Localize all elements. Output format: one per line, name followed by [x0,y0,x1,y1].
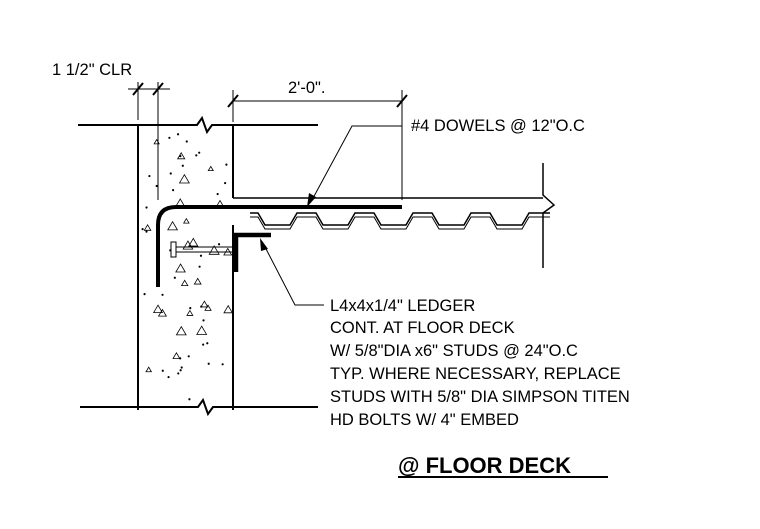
aggregate-triangle [204,304,212,311]
floor-deck [233,163,556,268]
aggregate-triangle [172,352,181,359]
aggregate-triangle [200,300,209,308]
dowel-leader-arrow [307,193,316,207]
ledger-note-line-1: L4x4x1/4" LEDGER [330,297,475,315]
aggregate-triangle [145,366,153,373]
dowel-leader-line [311,125,402,201]
aggregate-dot [161,369,164,372]
aggregate-dot [145,206,148,209]
clearance-dimension: 1 1/2" CLR [52,61,170,200]
aggregate-dot [187,355,190,358]
aggregate-dot [225,163,228,166]
aggregate-triangle [175,325,187,336]
top-break-line [78,115,318,135]
deck-break-line [542,163,556,268]
aggregate-dot [180,366,183,369]
ledger-note-line-4: TYP. WHERE NECESSARY, REPLACE [330,365,621,383]
wall-fill [138,125,233,410]
aggregate-dot [224,181,227,185]
bottom-break-line [80,397,318,417]
span-tick-left [227,94,239,108]
aggregate-dot [185,140,188,143]
metal-deck-profile [250,212,550,226]
detail-title-text: @ FLOOR DECK [398,453,571,478]
aggregate-dot [206,342,209,345]
ledger-note-line-3: W/ 5/8"DIA x6" STUDS @ 24"O.C [330,342,578,360]
aggregate-triangle [175,263,186,273]
anchor-stud [170,241,233,258]
aggregate-dot [179,369,182,372]
aggregate-dot [198,151,201,154]
span-dimension: 2'-0". [227,79,408,200]
aggregate-triangle [152,304,164,313]
concrete-speckle-pattern [141,133,234,401]
dowels-label: #4 DOWELS @ 12"O.C [411,117,585,135]
aggregate-triangle [223,304,234,314]
dowel-bar [156,205,402,287]
aggregate-triangle [182,240,194,250]
aggregate-dot [169,172,172,175]
aggregate-triangle [208,245,220,255]
aggregate-triangle [180,279,189,286]
deck-bottom-profile [250,216,550,230]
aggregate-dot [181,164,184,167]
aggregate-dot [221,363,224,366]
aggregate-dot [216,192,219,196]
ledger-note-line-2: CONT. AT FLOOR DECK [330,319,515,337]
aggregate-dot [202,319,205,322]
dowel-leader: #4 DOWELS @ 12"O.C [307,117,585,207]
concrete-wall [137,125,234,410]
ledger-angle [233,232,271,272]
aggregate-triangle [193,277,202,285]
aggregate-triangle [188,237,199,247]
ledger-note-line-6: HD BOLTS W/ 4" EMBED [330,411,519,429]
aggregate-triangle [196,325,208,335]
aggregate-dot [172,188,175,192]
ledger-leader [260,238,324,306]
aggregate-dot [207,362,210,365]
span-label: 2'-0". [288,79,325,97]
clr-tick-left [132,82,144,96]
aggregate-dot [179,155,182,158]
ledger-angle-section [233,232,271,272]
aggregate-dot [199,254,203,257]
aggregate-triangle [143,223,152,231]
aggregate-dot [173,276,176,279]
aggregate-dot [143,293,146,296]
detail-title: @ FLOOR DECK [398,453,608,478]
aggregate-dot [217,243,221,246]
aggregate-triangle [167,220,179,231]
ledger-note: L4x4x1/4" LEDGER CONT. AT FLOOR DECK W/ … [330,297,630,429]
aggregate-triangle [186,309,194,316]
stud-head [170,241,177,258]
aggregate-dot [195,154,198,157]
aggregate-dot [168,136,171,139]
aggregate-dot [167,375,170,379]
ledger-note-line-5: STUDS WITH 5/8" DIA SIMPSON TITEN [330,388,630,406]
aggregate-dot [202,343,205,346]
aggregate-dot [141,228,144,231]
aggregate-dot [198,265,201,268]
aggregate-triangle [207,165,214,172]
aggregate-dot [148,174,151,178]
aggregate-dot [155,184,158,188]
aggregate-dot [161,293,164,296]
ledger-leader-arrow [260,238,268,251]
ledger-leader-line [263,244,324,306]
aggregate-triangle [183,217,190,224]
aggregate-dot [189,307,192,310]
span-tick-right [396,94,408,108]
aggregate-dot [177,372,180,375]
aggregate-dot [188,398,191,401]
aggregate-dot [145,230,148,233]
clearance-label: 1 1/2" CLR [52,61,132,79]
clr-tick-right [152,82,164,96]
aggregate-dot [176,133,180,136]
aggregate-triangle [178,173,190,184]
